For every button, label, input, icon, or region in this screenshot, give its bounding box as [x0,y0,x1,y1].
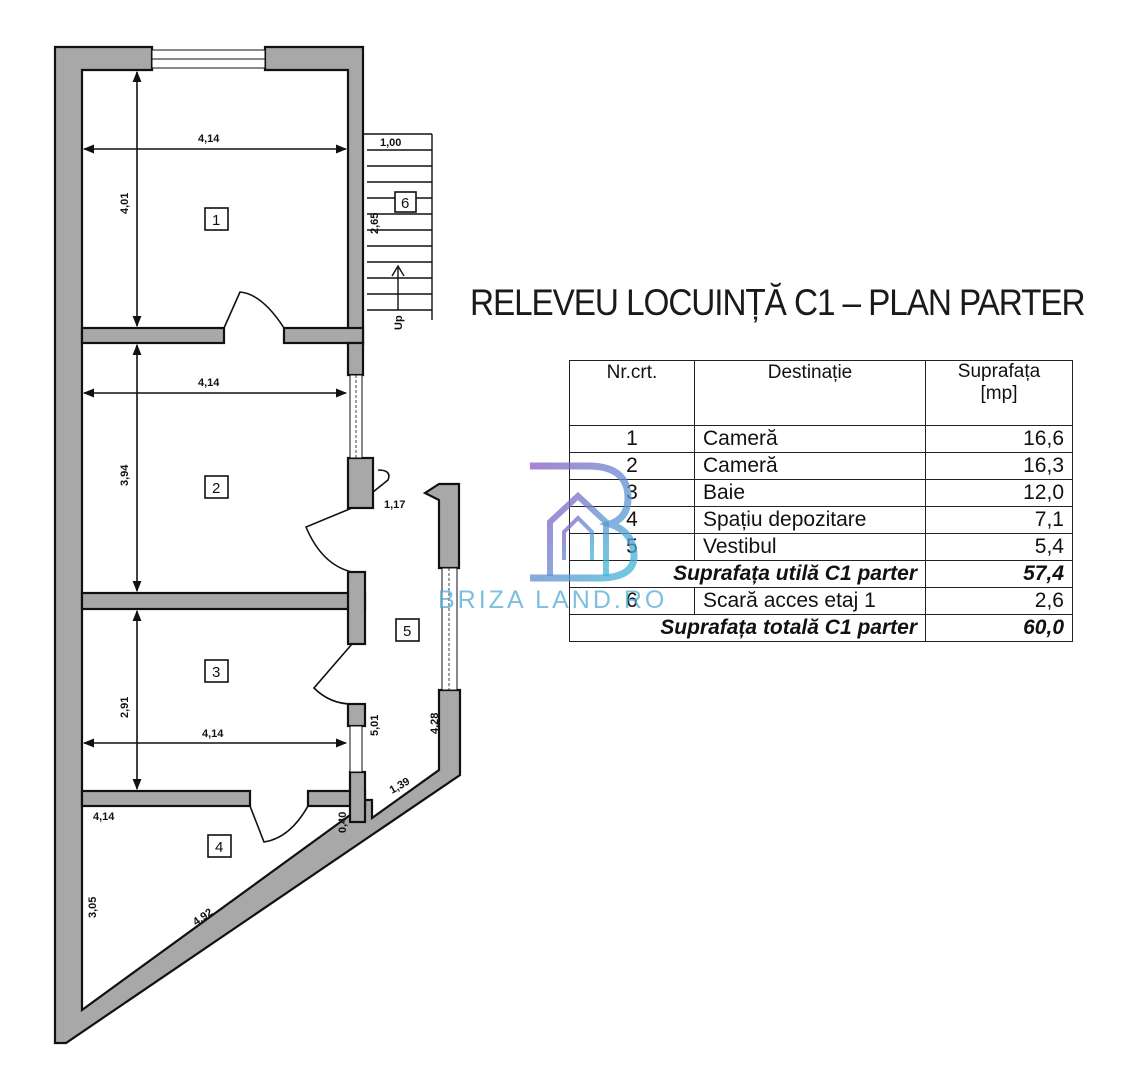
table-row: 2 Cameră 16,3 [569,452,1073,480]
room-2-width: 4,14 [198,377,220,389]
header-surface: Suprafața [mp] [925,360,1073,426]
area-table: Nr.crt. Destinație Suprafața [mp] 1 Came… [569,360,1073,642]
table-row: 4 Spațiu depozitare 7,1 [569,506,1073,534]
row-nr: 2 [569,452,695,480]
row-nr: 6 [569,587,695,615]
room-number-2: 2 [212,480,220,497]
room-4-top: 4,14 [93,811,115,823]
header-nr: Nr.crt. [569,360,695,426]
stair-up-label: Up [393,315,405,330]
room-1-width: 4,14 [198,133,220,145]
row-surface: 7,1 [925,506,1073,534]
table-header-row: Nr.crt. Destinație Suprafața [mp] [569,360,1073,426]
window-room-3 [349,725,363,773]
total-row: Suprafața totală C1 parter 60,0 [569,614,1073,642]
row-nr: 4 [569,506,695,534]
interior-walls [80,326,461,824]
room-2-height: 3,94 [119,464,131,486]
header-destination: Destinație [694,360,926,426]
table-row: 1 Cameră 16,6 [569,425,1073,453]
table-row: 6 Scară acces etaj 1 2,6 [569,587,1073,615]
room-3-width: 4,14 [202,728,224,740]
row-destination: Baie [694,479,926,507]
table-row: 5 Vestibul 5,4 [569,533,1073,561]
table-row: 3 Baie 12,0 [569,479,1073,507]
row-destination: Cameră [694,425,926,453]
row-destination: Scară acces etaj 1 [694,587,926,615]
side-windows [349,374,458,773]
row-surface: 5,4 [925,533,1073,561]
stair-length-label: 2,65 [369,213,381,234]
row-destination: Spațiu depozitare [694,506,926,534]
header-surface-line2: [mp] [980,383,1018,404]
hall-height: 5,01 [369,715,381,736]
row-surface: 2,6 [925,587,1073,615]
row-surface: 12,0 [925,479,1073,507]
stair-width-label: 1,00 [380,137,401,149]
subtotal-row: Suprafața utilă C1 parter 57,4 [569,560,1073,588]
room-number-4: 4 [215,839,223,856]
stair: Up 1,00 2,65 6 [363,133,433,330]
hall-right: 4,28 [429,713,441,734]
subtotal-value: 57,4 [925,560,1073,588]
row-nr: 5 [569,533,695,561]
plan-title: RELEVEU LOCUINȚĂ C1 – PLAN PARTER [470,282,1086,323]
subtotal-label: Suprafața utilă C1 parter [569,560,926,588]
row-surface: 16,6 [925,425,1073,453]
dimension-lines [82,70,348,791]
room-number-3: 3 [212,664,220,681]
doors [223,291,390,843]
header-surface-line1: Suprafața [957,361,1041,382]
row-destination: Vestibul [694,533,926,561]
room-number-6: 6 [401,195,409,212]
total-value: 60,0 [925,614,1073,642]
room-1-height: 4,01 [119,193,131,214]
hall-door-width: 1,17 [384,499,405,511]
row-surface: 16,3 [925,452,1073,480]
room-number-1: 1 [212,212,220,229]
room-3-height: 2,91 [119,697,131,718]
row-nr: 1 [569,425,695,453]
room-labels: 1 2 3 4 5 [204,207,420,858]
room-4-left: 3,05 [87,897,99,918]
row-destination: Cameră [694,452,926,480]
window-hall [441,567,458,691]
total-label: Suprafața totală C1 parter [569,614,926,642]
row-nr: 3 [569,479,695,507]
room-number-5: 5 [403,623,411,640]
room-4-small: 0,40 [337,812,349,833]
